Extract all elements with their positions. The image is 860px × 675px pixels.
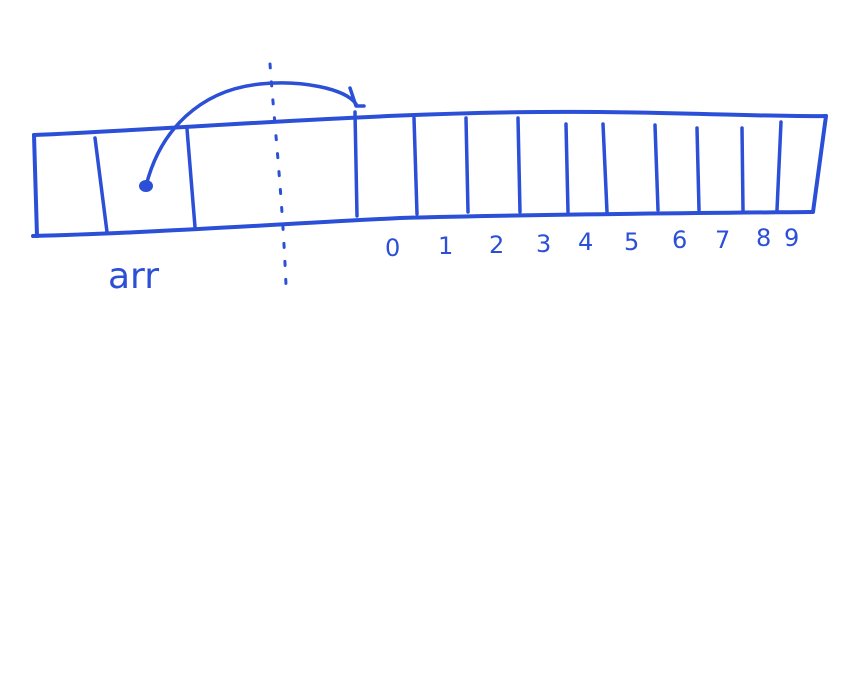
array-cell-divider bbox=[412, 116, 419, 216]
index-label: 6 bbox=[672, 226, 687, 254]
array-cell-divider bbox=[653, 123, 660, 212]
index-label: 9 bbox=[784, 224, 799, 252]
variable-label: arr bbox=[108, 256, 159, 297]
index-label: 3 bbox=[536, 230, 551, 258]
array-cell-dividers bbox=[353, 110, 783, 218]
index-label: 8 bbox=[756, 224, 771, 252]
array-cell-divider bbox=[564, 122, 570, 214]
array-cell-divider bbox=[740, 126, 745, 212]
index-label: 1 bbox=[438, 232, 453, 260]
pointer-arrow bbox=[144, 81, 358, 188]
array-cell-divider bbox=[601, 122, 609, 214]
array-cell-divider bbox=[353, 110, 359, 218]
index-label: 0 bbox=[385, 234, 400, 262]
strip-left-end bbox=[32, 133, 39, 238]
pointer-cell-divider bbox=[185, 127, 197, 229]
array-cell-divider bbox=[464, 116, 470, 214]
index-label: 2 bbox=[489, 231, 504, 259]
index-label: 7 bbox=[715, 226, 730, 254]
pointer-arrowhead bbox=[348, 86, 366, 108]
array-cell-divider bbox=[516, 116, 522, 214]
stack-heap-separator bbox=[268, 62, 288, 287]
array-cell-divider bbox=[775, 120, 783, 212]
strip-top-edge bbox=[32, 109, 828, 137]
index-label: 5 bbox=[624, 228, 639, 256]
pointer-cell-divider bbox=[93, 136, 109, 234]
array-cell-divider bbox=[695, 126, 701, 212]
strip-bottom-edge bbox=[31, 210, 814, 238]
strip-right-end bbox=[811, 114, 828, 214]
index-label: 4 bbox=[578, 228, 593, 256]
